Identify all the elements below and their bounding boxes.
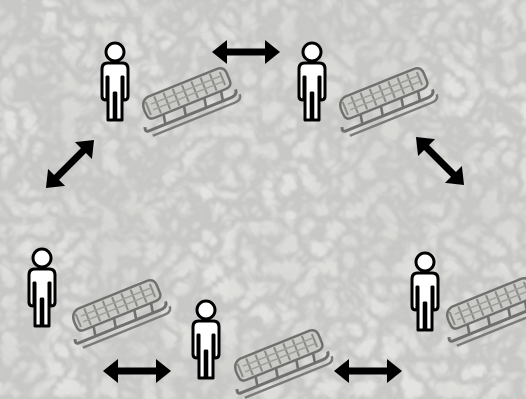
sled-circle-diagram [0,0,526,399]
diagram-canvas [0,0,526,399]
